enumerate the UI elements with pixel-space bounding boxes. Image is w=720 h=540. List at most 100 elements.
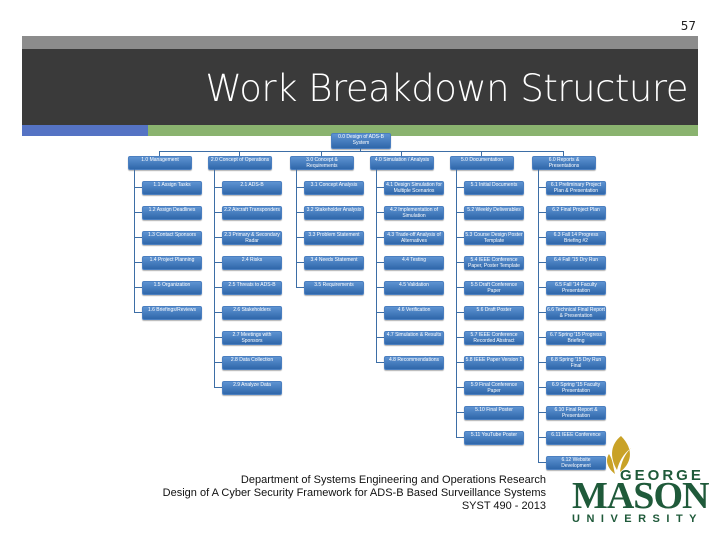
wbs-level2-node: 5.11 YouTube Poster [464, 431, 524, 445]
wbs-level2-node: 2.4 Risks [222, 256, 282, 270]
slide-number: 57 [680, 19, 696, 33]
wbs-root-node: 0.0 Design of ADS-B System [331, 133, 391, 149]
wbs-connector [296, 187, 304, 188]
wbs-connector [214, 169, 215, 387]
wbs-connector [456, 312, 464, 313]
wbs-level2-node: 1.1 Assign Tasks [142, 181, 202, 195]
wbs-connector [376, 237, 384, 238]
wbs-connector [214, 262, 222, 263]
wbs-level2-node: 4.4 Testing [384, 256, 444, 270]
wbs-connector [360, 147, 361, 151]
header-top-bar [22, 36, 698, 49]
logo-george: GEORGE [620, 467, 704, 484]
wbs-connector [214, 287, 222, 288]
wbs-connector [538, 187, 546, 188]
wbs-connector [376, 262, 384, 263]
wbs-level2-node: 6.7 Spring '15 Progress Briefing [546, 331, 606, 345]
wbs-level2-node: 6.2 Final Project Plan [546, 206, 606, 220]
wbs-level2-node: 6.3 Fall 14 Progress Briefing #2 [546, 231, 606, 245]
wbs-connector [214, 387, 222, 388]
wbs-connector [456, 187, 464, 188]
wbs-connector [214, 212, 222, 213]
wbs-connector [538, 437, 546, 438]
wbs-connector [296, 262, 304, 263]
wbs-level2-node: 2.2 Aircraft Transponders [222, 206, 282, 220]
wbs-connector [401, 151, 402, 156]
wbs-connector [214, 187, 222, 188]
wbs-level2-node: 4.7 Simulation & Results [384, 331, 444, 345]
wbs-level2-node: 2.6 Stakeholders [222, 306, 282, 320]
wbs-connector [456, 212, 464, 213]
wbs-level2-node: 5.3 Course Design Poster Template [464, 231, 524, 245]
wbs-level1-node: 1.0 Management [128, 156, 192, 170]
slide-title: Work Breakdown Structure [205, 67, 688, 110]
wbs-level2-node: 3.1 Concept Analysis [304, 181, 364, 195]
wbs-connector [456, 337, 464, 338]
wbs-connector [296, 212, 304, 213]
wbs-connector [134, 287, 142, 288]
wbs-connector [456, 362, 464, 363]
wbs-level2-node: 2.8 Data Collection [222, 356, 282, 370]
wbs-connector [159, 151, 564, 152]
wbs-connector [538, 387, 546, 388]
wbs-connector [134, 169, 135, 312]
wbs-connector [376, 287, 384, 288]
wbs-level2-node: 4.2 Implementation of Simulation [384, 206, 444, 220]
wbs-level2-node: 3.5 Requirements [304, 281, 364, 295]
footer-course: SYST 490 - 2013 [461, 500, 546, 512]
wbs-level2-node: 2.1 ADS-B [222, 181, 282, 195]
wbs-connector [376, 169, 377, 362]
logo-mason: MASON [572, 475, 709, 517]
wbs-connector [538, 462, 546, 463]
wbs-connector [376, 337, 384, 338]
wbs-level2-node: 1.3 Contact Sponsors [142, 231, 202, 245]
wbs-level2-node: 5.10 Final Poster [464, 406, 524, 420]
wbs-connector [538, 287, 546, 288]
wbs-level2-node: 2.7 Meetings with Sponsors [222, 331, 282, 345]
wbs-connector [214, 312, 222, 313]
wbs-level2-node: 6.9 Spring '15 Faculty Presentation [546, 381, 606, 395]
footer: Department of Systems Engineering and Op… [163, 474, 546, 513]
wbs-level2-node: 5.1 Initial Documents [464, 181, 524, 195]
wbs-connector [376, 212, 384, 213]
wbs-level2-node: 6.1 Preliminary Project Plan & Presentat… [546, 181, 606, 195]
wbs-connector [321, 151, 322, 156]
wbs-level2-node: 5.8 IEEE Paper Version 1 [464, 356, 524, 370]
title-band: Work Breakdown Structure [22, 49, 698, 125]
wbs-level2-node: 4.6 Verification [384, 306, 444, 320]
wbs-level2-node: 5.6 Draft Poster [464, 306, 524, 320]
wbs-level2-node: 2.3 Primary & Secondary Radar [222, 231, 282, 245]
wbs-level2-node: 4.8 Recommendations [384, 356, 444, 370]
wbs-level1-node: 2.0 Concept of Operations [208, 156, 272, 170]
wbs-level2-node: 6.10 Final Report & Presentation [546, 406, 606, 420]
wbs-level2-node: 3.3 Problem Statement [304, 231, 364, 245]
wbs-connector [538, 362, 546, 363]
wbs-level2-node: 1.2 Assign Deadlines [142, 206, 202, 220]
wbs-level2-node: 5.5 Draft Conference Paper [464, 281, 524, 295]
wbs-level2-node: 5.4 IEEE Conference Paper, Poster Templa… [464, 256, 524, 270]
wbs-connector [239, 151, 240, 156]
wbs-level1-node: 5.0 Documentation [450, 156, 514, 170]
wbs-connector [456, 262, 464, 263]
wbs-connector [296, 237, 304, 238]
wbs-level2-node: 4.3 Trade-off Analysis of Alternatives [384, 231, 444, 245]
wbs-level2-node: 4.5 Validation [384, 281, 444, 295]
wbs-connector [296, 287, 304, 288]
wbs-connector [456, 412, 464, 413]
wbs-level2-node: 1.6 Briefings/Reviews [142, 306, 202, 320]
logo-university: UNIVERSITY [572, 513, 704, 525]
wbs-connector [456, 237, 464, 238]
wbs-level2-node: 6.4 Fall '15 Dry Run [546, 256, 606, 270]
wbs-connector [134, 212, 142, 213]
wbs-connector [376, 312, 384, 313]
wbs-level2-node: 2.9 Analyze Data [222, 381, 282, 395]
wbs-connector [376, 362, 384, 363]
wbs-connector [481, 151, 482, 156]
wbs-connector [538, 169, 539, 462]
wbs-level2-node: 3.2 Stakeholder Analysis [304, 206, 364, 220]
wbs-connector [296, 169, 297, 287]
accent-bar-blue [22, 125, 148, 136]
wbs-connector [538, 237, 546, 238]
footer-department: Department of Systems Engineering and Op… [240, 474, 546, 486]
wbs-level2-node: 5.9 Final Conference Paper [464, 381, 524, 395]
